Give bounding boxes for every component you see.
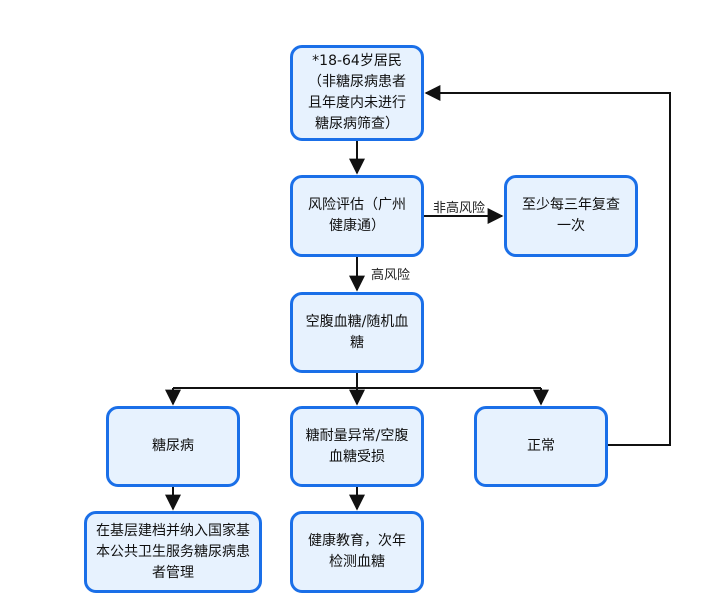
node-recheck: 至少每三年复查一次 bbox=[504, 175, 638, 257]
node-risk-assessment: 风险评估（广州健康通） bbox=[290, 175, 424, 257]
arrow-normal-to-residents bbox=[424, 85, 671, 446]
edge-label-high-risk: 高风险 bbox=[371, 268, 411, 283]
node-manage: 在基层建档并纳入国家基本公共卫生服务糖尿病患者管理 bbox=[84, 511, 262, 593]
node-impaired: 糖耐量异常/空腹血糖受损 bbox=[290, 406, 424, 487]
node-blood-glucose: 空腹血糖/随机血糖 bbox=[290, 292, 424, 373]
node-diabetes: 糖尿病 bbox=[106, 406, 240, 487]
node-education: 健康教育，次年检测血糖 bbox=[290, 511, 424, 593]
node-normal: 正常 bbox=[474, 406, 608, 487]
node-residents: *18-64岁居民（非糖尿病患者且年度内未进行糖尿病筛查） bbox=[290, 45, 424, 141]
edge-label-non-high-risk: 非高风险 bbox=[433, 201, 486, 216]
